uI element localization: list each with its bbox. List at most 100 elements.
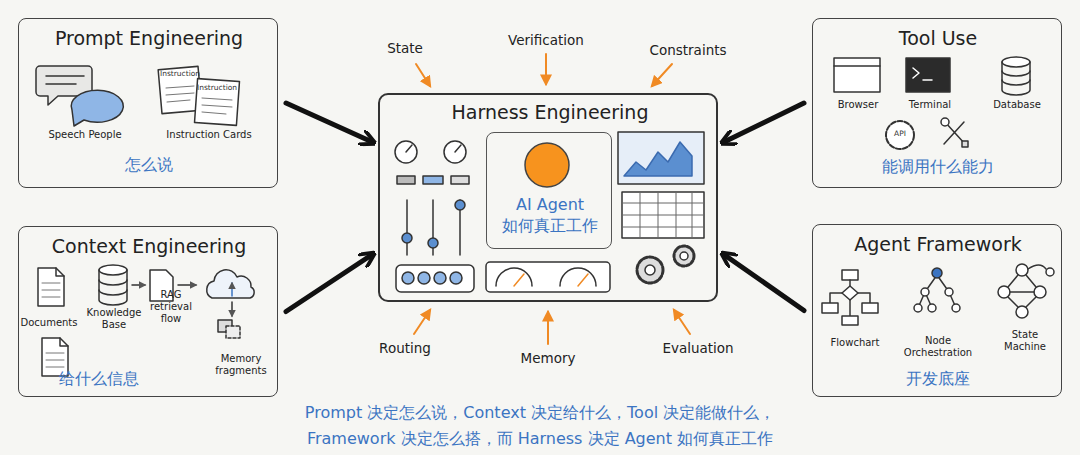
illustration-stroke [202, 98, 232, 100]
illustration-stroke [1008, 265, 1046, 307]
illustration-stroke [849, 280, 851, 286]
text: Prompt 决定怎么说，Context 决定给什么，Tool 决定能做什么， … [260, 400, 820, 451]
illustration-stroke [42, 283, 60, 284]
illustration-stroke [402, 233, 412, 243]
illustration-stroke [921, 288, 929, 296]
illustration-stroke [423, 176, 443, 184]
illustration-stroke [640, 192, 641, 238]
illustration-stroke [444, 141, 466, 163]
illustration-stroke [1034, 286, 1046, 298]
box-heading: Context Engineering [24, 235, 274, 258]
illustration-stroke [486, 262, 610, 292]
harness-panel: Harness Engineering AI Agent 如何真正工作 [378, 93, 718, 302]
illustration-stroke [396, 265, 474, 292]
illustration-stroke [618, 132, 704, 184]
illustration-stroke [202, 105, 232, 107]
illustration-stroke [932, 268, 942, 278]
illustration-stroke [547, 312, 549, 344]
illustration-stroke [46, 353, 64, 354]
box-summary: 能调用什么能力 [828, 157, 1048, 177]
icon-caption: Terminal [895, 99, 965, 111]
box-summary: 开发底座 [828, 369, 1048, 389]
icon-caption: Instruction Cards [149, 129, 269, 141]
illustration-stroke [676, 192, 677, 238]
illustration-stroke [42, 290, 60, 291]
illustration-stroke [1002, 62, 1030, 95]
illustration-stroke [46, 360, 64, 361]
icon-caption: State Machine [993, 329, 1057, 353]
illustration-stroke [998, 286, 1010, 298]
icon-caption: RAG retrieval flow [146, 289, 196, 325]
illustration-stroke [46, 83, 76, 85]
illustration-stroke [60, 338, 68, 346]
icon-text: Instruction [155, 70, 205, 78]
illustration-stroke [1002, 57, 1030, 67]
icon-text: Instruction [192, 84, 242, 92]
illustration-stroke [928, 304, 936, 312]
illustration-stroke [834, 58, 880, 92]
illustration-stroke [923, 79, 932, 81]
concept-box: Context EngineeringDocuments Knowledge Ba… [18, 226, 278, 397]
illustration-stroke [42, 297, 60, 298]
box-heading: Agent Framework [823, 233, 1053, 256]
illustration-stroke [434, 272, 446, 284]
illustration-stroke [166, 86, 194, 88]
illustration-stroke [637, 257, 663, 283]
aspect-label: Evaluation [648, 340, 748, 356]
illustration-stroke [1002, 80, 1030, 85]
icon-caption: Node Orchestration [900, 335, 976, 359]
illustration-stroke [842, 316, 858, 325]
illustration-stroke [416, 64, 430, 86]
illustration-stroke [692, 192, 693, 238]
illustration-stroke [418, 272, 430, 284]
illustration-stroke [451, 176, 469, 184]
icon-caption: Documents [19, 317, 79, 329]
illustration-stroke [842, 270, 858, 280]
illustration-stroke [849, 300, 851, 316]
flow-arrow [726, 103, 804, 141]
icon-caption: Knowledge Base [84, 307, 144, 331]
illustration-stroke [514, 274, 524, 286]
illustration-stroke [455, 200, 465, 210]
illustration-stroke [674, 310, 690, 334]
icon-caption: Memory fragments [210, 353, 272, 377]
illustration-stroke [658, 192, 659, 238]
icon-caption: Browser [823, 99, 893, 111]
concept-box: Agent FrameworkFlowchartNode Orchestrati… [812, 224, 1062, 397]
illustration-stroke [231, 283, 233, 296]
illustration-stroke [578, 274, 588, 286]
illustration-stroke [886, 121, 914, 149]
agent-label: AI Agent 如何真正工作 [491, 195, 609, 237]
illustration-stroke [862, 303, 878, 313]
illustration-stroke [913, 68, 919, 78]
illustration-stroke [99, 270, 127, 305]
box-heading: Tool Use [823, 27, 1053, 50]
illustration-stroke [560, 268, 596, 286]
illustration-stroke [624, 142, 692, 176]
icon-caption: Database [982, 99, 1052, 111]
aspect-label: Memory [503, 350, 593, 366]
illustration-stroke [652, 64, 672, 86]
illustration-stroke [842, 286, 858, 300]
flow-arrow [726, 256, 804, 310]
illustration-stroke [450, 272, 462, 284]
illustration-stroke [622, 192, 704, 238]
illustration-stroke [645, 265, 655, 275]
illustration-stroke [46, 367, 64, 368]
illustration-stroke [207, 270, 254, 298]
illustration-stroke [99, 290, 127, 295]
box-summary: 给什么信息 [24, 369, 174, 389]
illustration-stroke [395, 141, 417, 163]
illustration-stroke [167, 100, 190, 102]
illustration-stroke [406, 145, 412, 152]
illustration-stroke [945, 288, 953, 296]
illustration-stroke [496, 268, 532, 286]
illustration-stroke [99, 280, 127, 285]
illustration-stroke [132, 284, 145, 286]
illustration-stroke [1016, 264, 1028, 276]
agent-core-box: AI Agent 如何真正工作 [486, 132, 612, 249]
illustration-stroke [42, 283, 60, 297]
box-heading: Harness Engineering [400, 101, 700, 124]
illustration-stroke [1002, 71, 1030, 76]
